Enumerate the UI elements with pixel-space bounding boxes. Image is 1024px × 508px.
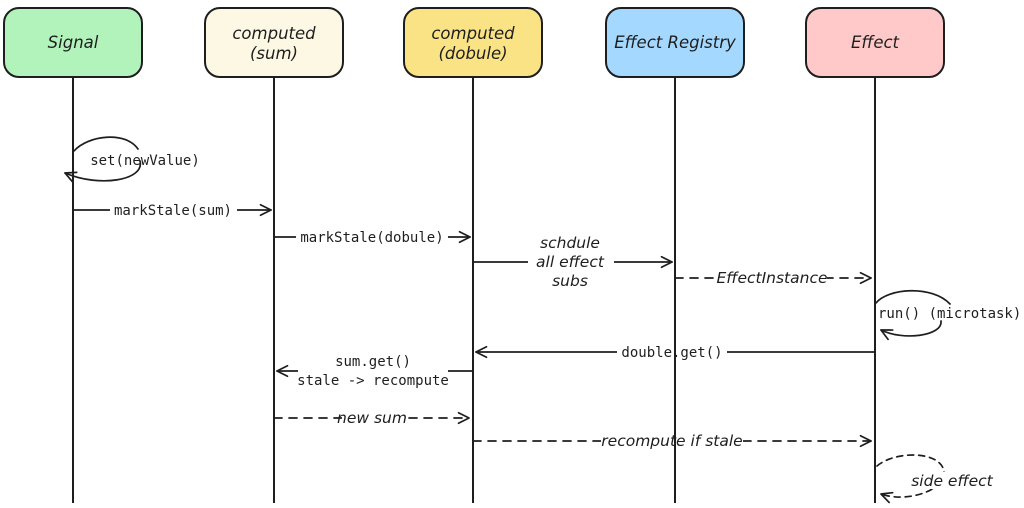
- actor-effect: Effect: [805, 7, 945, 78]
- message-label: EffectInstance: [716, 269, 827, 287]
- label-backdrop: [342, 411, 403, 425]
- actor-computed-dobule-label-line2: (dobule): [438, 44, 507, 63]
- actor-signal-box: [3, 7, 143, 78]
- self-loop-arc-icon: [875, 289, 951, 305]
- message-label: set(newValue): [90, 153, 200, 169]
- actor-computed-sum-box: [204, 7, 344, 78]
- actor-effect-registry-box: [605, 7, 745, 78]
- label-backdrop: [617, 345, 727, 359]
- self-loop-arc-icon: [73, 136, 139, 152]
- actor-effect-box: [805, 7, 945, 78]
- message-recompute-if-stale: recompute if stale: [472, 432, 872, 450]
- self-loop-arrow-icon: [64, 160, 142, 183]
- label-backdrop: [298, 354, 448, 389]
- actor-computed-dobule-box: [403, 7, 543, 78]
- message-sum-get: sum.get() stale -> recompute: [276, 354, 474, 389]
- actor-computed-dobule: computed (dobule): [403, 7, 543, 78]
- message-label-line3: subs: [552, 272, 588, 290]
- actor-computed-sum: computed (sum): [204, 7, 344, 78]
- message-label: run() (microtask): [878, 306, 1021, 322]
- message-run-microtask: run() (microtask): [875, 289, 1021, 341]
- message-label: new sum: [337, 409, 407, 427]
- message-label-line2: stale -> recompute: [297, 373, 449, 389]
- message-new-sum: new sum: [273, 409, 470, 427]
- label-backdrop: [110, 203, 237, 217]
- message-set-newvalue: set(newValue): [64, 136, 200, 183]
- message-label: side effect: [911, 472, 993, 490]
- label-backdrop: [908, 472, 998, 489]
- actor-computed-sum-label-line1: computed: [232, 24, 316, 43]
- self-loop-arrow-icon: [880, 320, 942, 341]
- message-label: markStale(dobule): [300, 230, 443, 246]
- actor-effect-registry-label: Effect Registry: [614, 33, 736, 52]
- actor-effect-registry: Effect Registry: [605, 7, 745, 78]
- actor-signal: Signal: [3, 7, 143, 78]
- label-backdrop: [528, 234, 614, 291]
- actor-effect-label: Effect: [851, 33, 900, 52]
- actor-signal-label: Signal: [48, 33, 99, 52]
- message-label-line1: sum.get(): [335, 354, 411, 370]
- message-label: double.get(): [621, 345, 722, 361]
- label-backdrop: [717, 271, 827, 285]
- message-label: recompute if stale: [601, 432, 742, 450]
- label-backdrop: [601, 434, 743, 448]
- message-side-effect: side effect: [876, 454, 998, 504]
- message-markstale-sum: markStale(sum): [72, 203, 272, 219]
- actor-computed-sum-label-line2: (sum): [250, 44, 298, 63]
- message-schedule-effects: schdule all effect subs: [472, 234, 673, 291]
- message-markstale-dobule: markStale(dobule): [273, 230, 471, 246]
- message-effect-instance: EffectInstance: [674, 269, 872, 287]
- message-label: markStale(sum): [114, 203, 232, 219]
- label-backdrop: [296, 230, 448, 244]
- actor-computed-dobule-label-line1: computed: [431, 24, 515, 43]
- message-label-line2: all effect: [536, 253, 605, 271]
- message-label-line1: schdule: [540, 234, 600, 252]
